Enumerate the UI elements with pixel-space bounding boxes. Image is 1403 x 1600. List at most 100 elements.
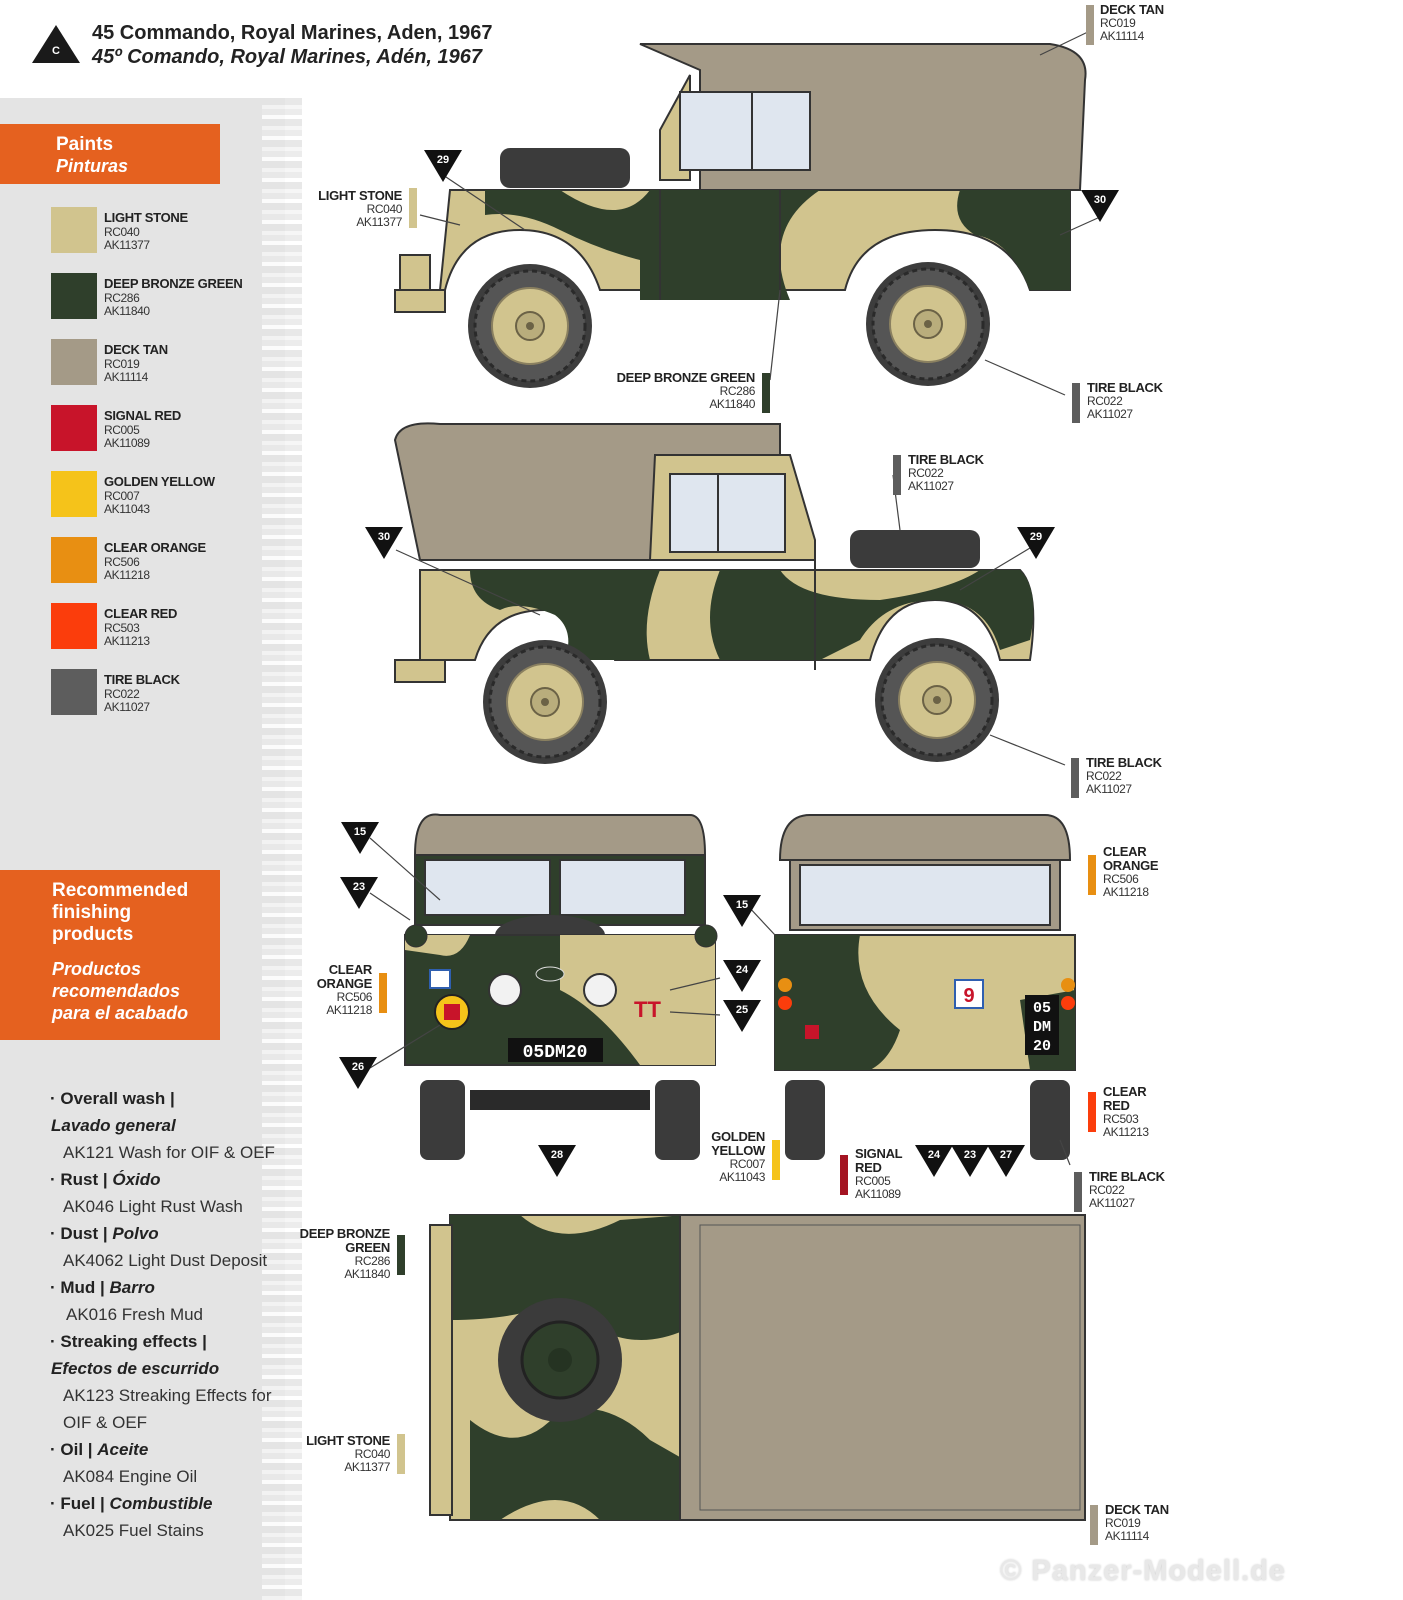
finishing-category: · Streaking effects |: [50, 1332, 207, 1351]
finishing-category-label: · Rust |: [50, 1170, 113, 1189]
paint-code-ak: AK11213: [104, 634, 150, 648]
rear-plate-line-1: 05: [1033, 1000, 1051, 1017]
decal-marker-icon: [1017, 527, 1055, 559]
callout-name: TIRE BLACK: [908, 452, 984, 467]
callout-name: YELLOW: [711, 1143, 765, 1158]
callout-rc: RC040: [366, 202, 403, 216]
callout-rc: RC040: [354, 1447, 391, 1461]
finishing-category-spanish: Barro: [109, 1278, 155, 1297]
callout-ak: AK11114: [1100, 29, 1144, 43]
decal-marker-number: 30: [377, 531, 391, 543]
callout-ak: AK11218: [1103, 885, 1149, 899]
callout-name: DEEP BRONZE: [299, 1226, 391, 1241]
finishing-title-line: Productos: [52, 959, 142, 979]
paint-swatch: [51, 339, 97, 385]
callout-name: GREEN: [345, 1240, 390, 1255]
callout-ak: AK11027: [1087, 407, 1133, 421]
callout-leaders: [369, 29, 1101, 1166]
decal-marker-icon: [987, 1145, 1025, 1177]
callout-deep-bronze-green: DEEP BRONZE GREEN RC286 AK11840: [280, 1226, 391, 1281]
decal-marker-icon: [951, 1145, 989, 1177]
callout-ak: AK11213: [1103, 1125, 1149, 1139]
finishing-category-label: · Dust |: [50, 1224, 113, 1243]
decal-marker-icon: [723, 1000, 761, 1032]
decal-marker-icon: [1081, 190, 1119, 222]
callout-name: GOLDEN: [711, 1129, 765, 1144]
paint-name: TIRE BLACK: [104, 672, 180, 687]
callout-ak: AK11043: [719, 1170, 765, 1184]
paint-code-rc: RC506: [104, 555, 140, 569]
decal-marker-number: 28: [550, 1149, 564, 1161]
callout-name: TIRE BLACK: [1086, 755, 1162, 770]
front-number-plate: 05DM20: [523, 1043, 588, 1063]
callout-name: CLEAR: [328, 962, 373, 977]
finishing-product: AK4062 Light Dust Deposit: [63, 1251, 268, 1270]
decal-marker-icon: [365, 527, 403, 559]
decal-marker-icon: [424, 150, 462, 182]
decal-marker-icon: [341, 822, 379, 854]
finishing-title-line: Recommended: [52, 880, 189, 901]
finishing-category-spanish: Efectos de escurrido: [51, 1359, 220, 1378]
finishing-title-line: products: [52, 924, 134, 945]
callout-deck-tan: DECK TAN RC019 AK11114: [1105, 1503, 1169, 1543]
decal-marker-icon: [723, 960, 761, 992]
decal-marker-number: 30: [1093, 194, 1107, 206]
finishing-title-spanish: Productos recomendados para el acabado: [52, 958, 188, 1024]
callout-swatch: [1088, 1092, 1096, 1132]
callout-swatch: [1086, 5, 1094, 45]
callout-ak: AK11114: [1105, 1529, 1149, 1543]
paint-swatch: [51, 273, 97, 319]
callout-ak: AK11027: [908, 479, 954, 493]
finishing-title-line: para el acabado: [52, 1003, 189, 1023]
callout-swatch: [840, 1155, 848, 1195]
callout-swatch: [1072, 383, 1080, 423]
callout-light-stone: LIGHT STONE RC040 AK11377: [300, 189, 402, 229]
callout-clear-orange: CLEAR ORANGE RC506 AK11218: [300, 962, 373, 1017]
finishing-product: AK084 Engine Oil: [63, 1467, 198, 1486]
paint-code-rc: RC040: [104, 225, 140, 239]
paints-header: Paints Pinturas: [0, 124, 220, 184]
callout-name: TIRE BLACK: [1089, 1169, 1165, 1184]
sidebar-torn-edge: [262, 98, 302, 1600]
paint-code-ak: AK11218: [104, 568, 150, 582]
callout-name: LIGHT STONE: [306, 1433, 390, 1448]
callout-rc: RC022: [1086, 769, 1122, 783]
finishing-product: AK123 Streaking Effects for: [63, 1386, 272, 1405]
decal-marker-number: 27: [999, 1149, 1013, 1161]
callout-deck-tan: DECK TAN RC019 AK11114: [1100, 3, 1164, 43]
callout-name: DEEP BRONZE GREEN: [616, 370, 756, 385]
finishing-category-label: · Mud |: [50, 1278, 110, 1297]
finishing-product: AK025 Fuel Stains: [63, 1521, 204, 1540]
callout-ak: AK11840: [709, 397, 755, 411]
finishing-category: · Overall wash |: [50, 1089, 175, 1108]
callout-swatch: [409, 188, 417, 228]
paint-name: GOLDEN YELLOW: [104, 474, 215, 489]
callout-signal-red: SIGNAL RED RC005 AK11089: [855, 1147, 903, 1201]
paint-code-rc: RC019: [104, 357, 140, 371]
paint-name: CLEAR RED: [104, 606, 178, 621]
decal-marker-icon: [538, 1145, 576, 1177]
right-side-view: [393, 422, 1035, 766]
callout-rc: RC022: [908, 466, 944, 480]
callout-rc: RC286: [719, 384, 756, 398]
top-view: [429, 1214, 1086, 1521]
callout-name: RED: [855, 1160, 882, 1175]
paint-name: DEEP BRONZE GREEN: [104, 276, 243, 291]
decal-marker-number: 29: [436, 154, 450, 166]
finishing-category: · Dust | Polvo: [50, 1224, 159, 1244]
callout-rc: RC005: [855, 1174, 891, 1188]
paint-swatch: [51, 207, 97, 253]
callout-swatch: [762, 373, 770, 413]
callout-swatch: [1090, 1505, 1098, 1545]
callout-clear-red: CLEAR RED RC503 AK11213: [1103, 1085, 1149, 1139]
callout-rc: RC286: [354, 1254, 391, 1268]
callout-rc: RC506: [336, 990, 373, 1004]
callout-ak: AK11377: [356, 215, 402, 229]
callout-swatch: [397, 1235, 405, 1275]
finishing-product: AK046 Light Rust Wash: [63, 1197, 243, 1216]
callout-rc: RC007: [729, 1157, 766, 1171]
callout-swatch: [772, 1140, 780, 1180]
paint-code-ak: AK11089: [104, 436, 150, 450]
callout-swatch: [893, 455, 901, 495]
callout-name: DECK TAN: [1100, 2, 1164, 17]
